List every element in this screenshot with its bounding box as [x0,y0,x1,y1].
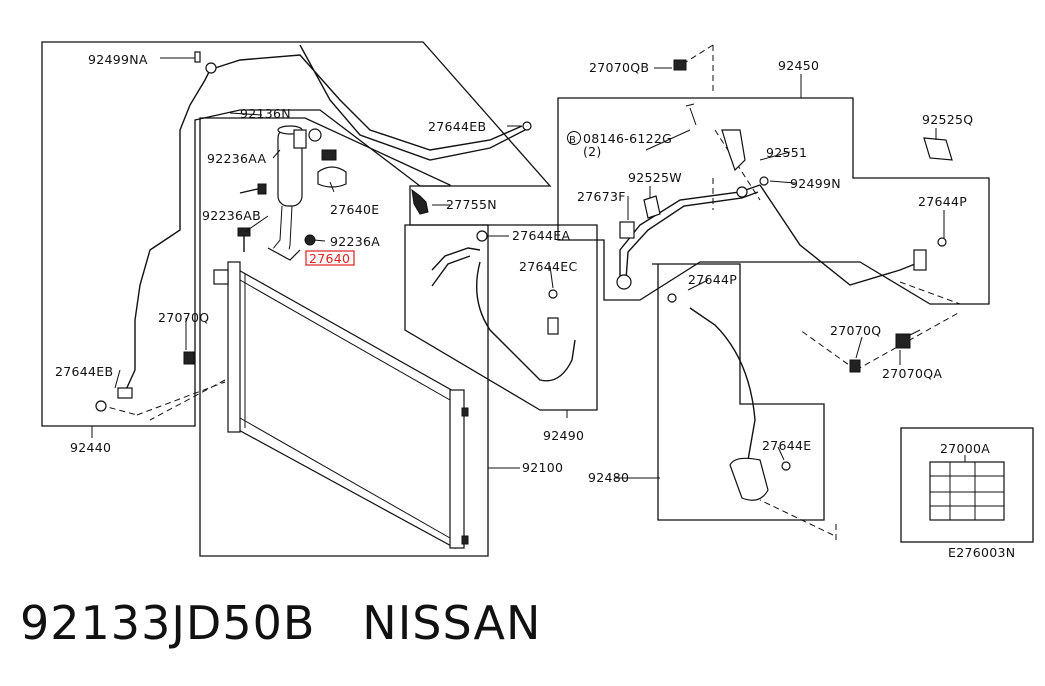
bolt-marker-circle [567,131,581,145]
hose-92490-b [431,247,481,287]
label-27070Q-right: 27070Q [830,323,881,338]
bolt-27070QA-icon [895,329,921,349]
label-08146-6122G: 08146-6122G [583,131,672,146]
footer-spacer [315,596,362,650]
label-92499NA: 92499NA [88,52,148,67]
bolt-27070Q-icon [183,351,195,365]
pipe-fitting-icon-3 [117,387,133,399]
label-92236AA: 92236AA [207,151,266,166]
label-92136N: 92136N [240,106,291,121]
label-92100: 92100 [522,460,563,475]
pin-92499N-icon [759,176,769,186]
condenser-92100-icon [213,261,469,550]
label-27755N: 27755N [446,197,497,212]
label-plate-27000A-icon [929,461,1005,521]
label-92236A: 92236A [330,234,380,249]
bolt-marker: B [569,135,576,146]
o-ring-icon [95,400,107,412]
pipe-end-right-icon [913,249,927,271]
receiver-tank-icon [271,125,322,256]
bolt-92236AA-icon [239,183,267,195]
pipe-92450-b [625,191,759,281]
label-27673F: 27673F [577,189,626,204]
nut-92236A-icon [304,234,316,246]
label-27644EB-top: 27644EB [428,119,486,134]
label-27640E: 27640E [330,202,379,217]
label-27644E: 27644E [762,438,811,453]
label-27070QB: 27070QB [589,60,649,75]
footer-brand: NISSAN [362,596,542,650]
group-box-92480 [652,263,825,521]
hose-92480 [689,307,756,461]
label-27640: 27640 [309,251,350,266]
label-92525Q: 92525Q [922,112,973,127]
pipe-fitting-icon-2 [522,121,532,131]
group-box-27000A [900,427,1034,543]
label-08146-qty: (2) [583,144,602,159]
pipe-92440-b [214,54,523,151]
pipe-fitting-icon [205,62,217,74]
pipe-end-icon [616,274,632,290]
o-ring-27644EC-icon [548,289,558,299]
label-92236AB: 92236AB [202,208,261,223]
o-ring-27644P-mid-icon [667,293,677,303]
label-27644P-right: 27644P [918,194,967,209]
label-92450: 92450 [778,58,819,73]
cushion-27673F-icon [619,221,635,239]
highlight-box-27640 [305,250,355,266]
pin-icon [194,51,201,63]
pipe-92450 [619,184,921,286]
label-27644EC: 27644EC [519,259,578,274]
bracket-92551-icon [721,129,746,172]
o-ring-27644E-icon [781,461,791,471]
hose-end-92480-icon [729,457,769,501]
label-92551: 92551 [766,145,807,160]
clip-92525Q-icon [923,137,953,161]
label-27070Q-left: 27070Q [158,310,209,325]
label-92480: 92480 [588,470,629,485]
clip-92525W-icon [643,195,661,219]
bolt-92236AB-icon [237,227,251,252]
footer-part-number: 92133JD50B [20,596,316,650]
pipe-92440 [124,44,526,393]
label-27644EB-left: 27644EB [55,364,113,379]
label-27070QA: 27070QA [882,366,942,381]
bolt-27070QB-icon [673,59,687,71]
pipe-clip-icon [736,186,748,198]
group-box-92450 [557,97,990,305]
hose-fitting-icon [547,317,559,335]
label-27644EA: 27644EA [512,228,570,243]
label-92490: 92490 [543,428,584,443]
o-ring-27644P-right-icon [937,237,947,247]
label-92440: 92440 [70,440,111,455]
label-27644P-mid: 27644P [688,272,737,287]
group-box-92440 [41,41,552,427]
diagram-code: E276003N [948,545,1015,560]
bolt-27070Q-right-icon [849,359,861,373]
hose-92490 [475,261,576,382]
dash-lines [99,44,961,540]
part-27755N-icon [411,188,429,215]
leader-lines [91,57,966,479]
o-ring-27644EA-icon [476,230,488,242]
pressure-switch-icon [267,247,301,261]
label-27000A: 27000A [940,441,990,456]
group-box-92100 [199,117,489,557]
footer-caption: 92133JD50B NISSAN [20,596,541,650]
label-92525W: 92525W [628,170,682,185]
bracket-27640E-icon [317,149,347,188]
bolt-08146-icon [685,103,697,126]
group-box-92490 [404,224,598,411]
label-92499N: 92499N [790,176,841,191]
